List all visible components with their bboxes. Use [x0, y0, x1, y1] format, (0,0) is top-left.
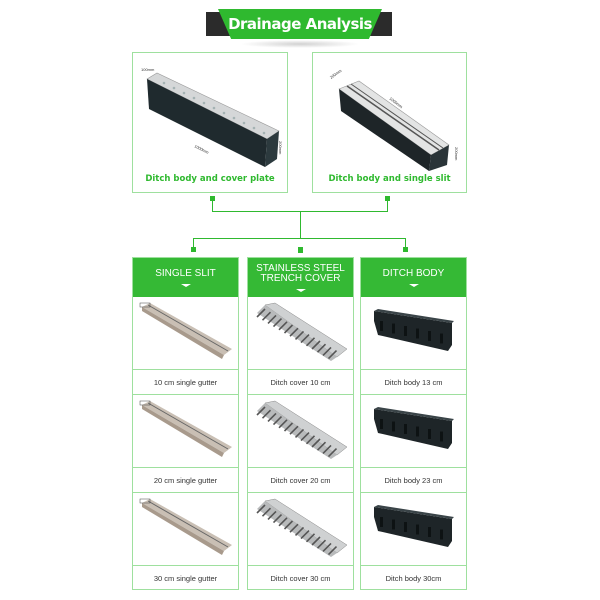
product-caption: Ditch body 30cm [361, 565, 466, 590]
product-item[interactable]: Ditch body 30cm [361, 493, 466, 590]
ditch-cover-plate-image: 100mm 1000mm 200mm [141, 67, 283, 167]
product-item[interactable]: Ditch cover 30 cm [248, 493, 353, 590]
down-arrow-icon [295, 288, 306, 292]
product-caption: 10 cm single gutter [133, 369, 238, 394]
connector-node [191, 247, 196, 252]
product-image [361, 493, 466, 565]
product-caption: 30 cm single gutter [133, 565, 238, 590]
connector-line [212, 196, 213, 212]
category-title: TRENCH COVER [260, 272, 341, 284]
product-image [361, 297, 466, 369]
dim-label: 1000mm [194, 143, 211, 155]
overview-card-cover-plate: 100mm 1000mm 200mm Ditch body and cover … [132, 52, 288, 193]
overview-caption: Ditch body and cover plate [145, 174, 275, 184]
connector-line [405, 238, 406, 250]
product-image [133, 297, 238, 369]
connector-node [403, 247, 408, 252]
product-item[interactable]: Ditch body 23 cm [361, 395, 466, 493]
category-header: DITCH BODY [361, 258, 466, 297]
product-item[interactable]: Ditch cover 10 cm [248, 297, 353, 395]
product-caption: Ditch cover 20 cm [248, 467, 353, 492]
dim-label: 200mm [278, 141, 283, 155]
product-image [133, 395, 238, 467]
product-image [248, 297, 353, 369]
page-title: Drainage Analysis [228, 15, 372, 33]
category-column-ditch-body: DITCH BODY Ditch body 13 cm Ditch body 23 … [360, 257, 467, 590]
product-item[interactable]: 10 cm single gutter [133, 297, 238, 395]
ditch-single-slit-image: 200mm 1000mm 200mm [329, 68, 459, 171]
overview-caption: Ditch body and single slit [328, 174, 451, 184]
banner-shadow [240, 40, 360, 48]
dim-label: 100mm [141, 67, 155, 72]
down-arrow-icon [180, 283, 191, 287]
category-title: DITCH BODY [382, 267, 445, 279]
product-caption: Ditch cover 10 cm [248, 369, 353, 394]
product-caption: Ditch body 13 cm [361, 369, 466, 394]
down-arrow-icon [408, 283, 419, 287]
product-image [248, 395, 353, 467]
product-image [361, 395, 466, 467]
product-image [133, 493, 238, 565]
product-caption: 20 cm single gutter [133, 467, 238, 492]
category-column-single-slit: SINGLE SLIT 10 cm single gutter 20 cm sing… [132, 257, 239, 590]
connector-line [387, 196, 388, 212]
product-image [248, 493, 353, 565]
connector-line [193, 238, 194, 250]
dim-label: 200mm [329, 68, 343, 80]
category-header: SINGLE SLIT [133, 258, 238, 297]
product-caption: Ditch body 23 cm [361, 467, 466, 492]
product-item[interactable]: Ditch body 13 cm [361, 297, 466, 395]
product-caption: Ditch cover 30 cm [248, 565, 353, 590]
product-item[interactable]: Ditch cover 20 cm [248, 395, 353, 493]
dim-label: 200mm [454, 147, 459, 161]
connector-line [193, 238, 406, 239]
connector-line [300, 211, 301, 238]
connector-node [298, 248, 303, 253]
overview-card-single-slit: 200mm 1000mm 200mm Ditch body and single… [312, 52, 467, 193]
product-item[interactable]: 20 cm single gutter [133, 395, 238, 493]
category-title: SINGLE SLIT [155, 267, 216, 279]
category-title: STAINLESS STEEL [256, 262, 345, 274]
product-item[interactable]: 30 cm single gutter [133, 493, 238, 590]
title-banner: Drainage Analysis [218, 9, 382, 39]
